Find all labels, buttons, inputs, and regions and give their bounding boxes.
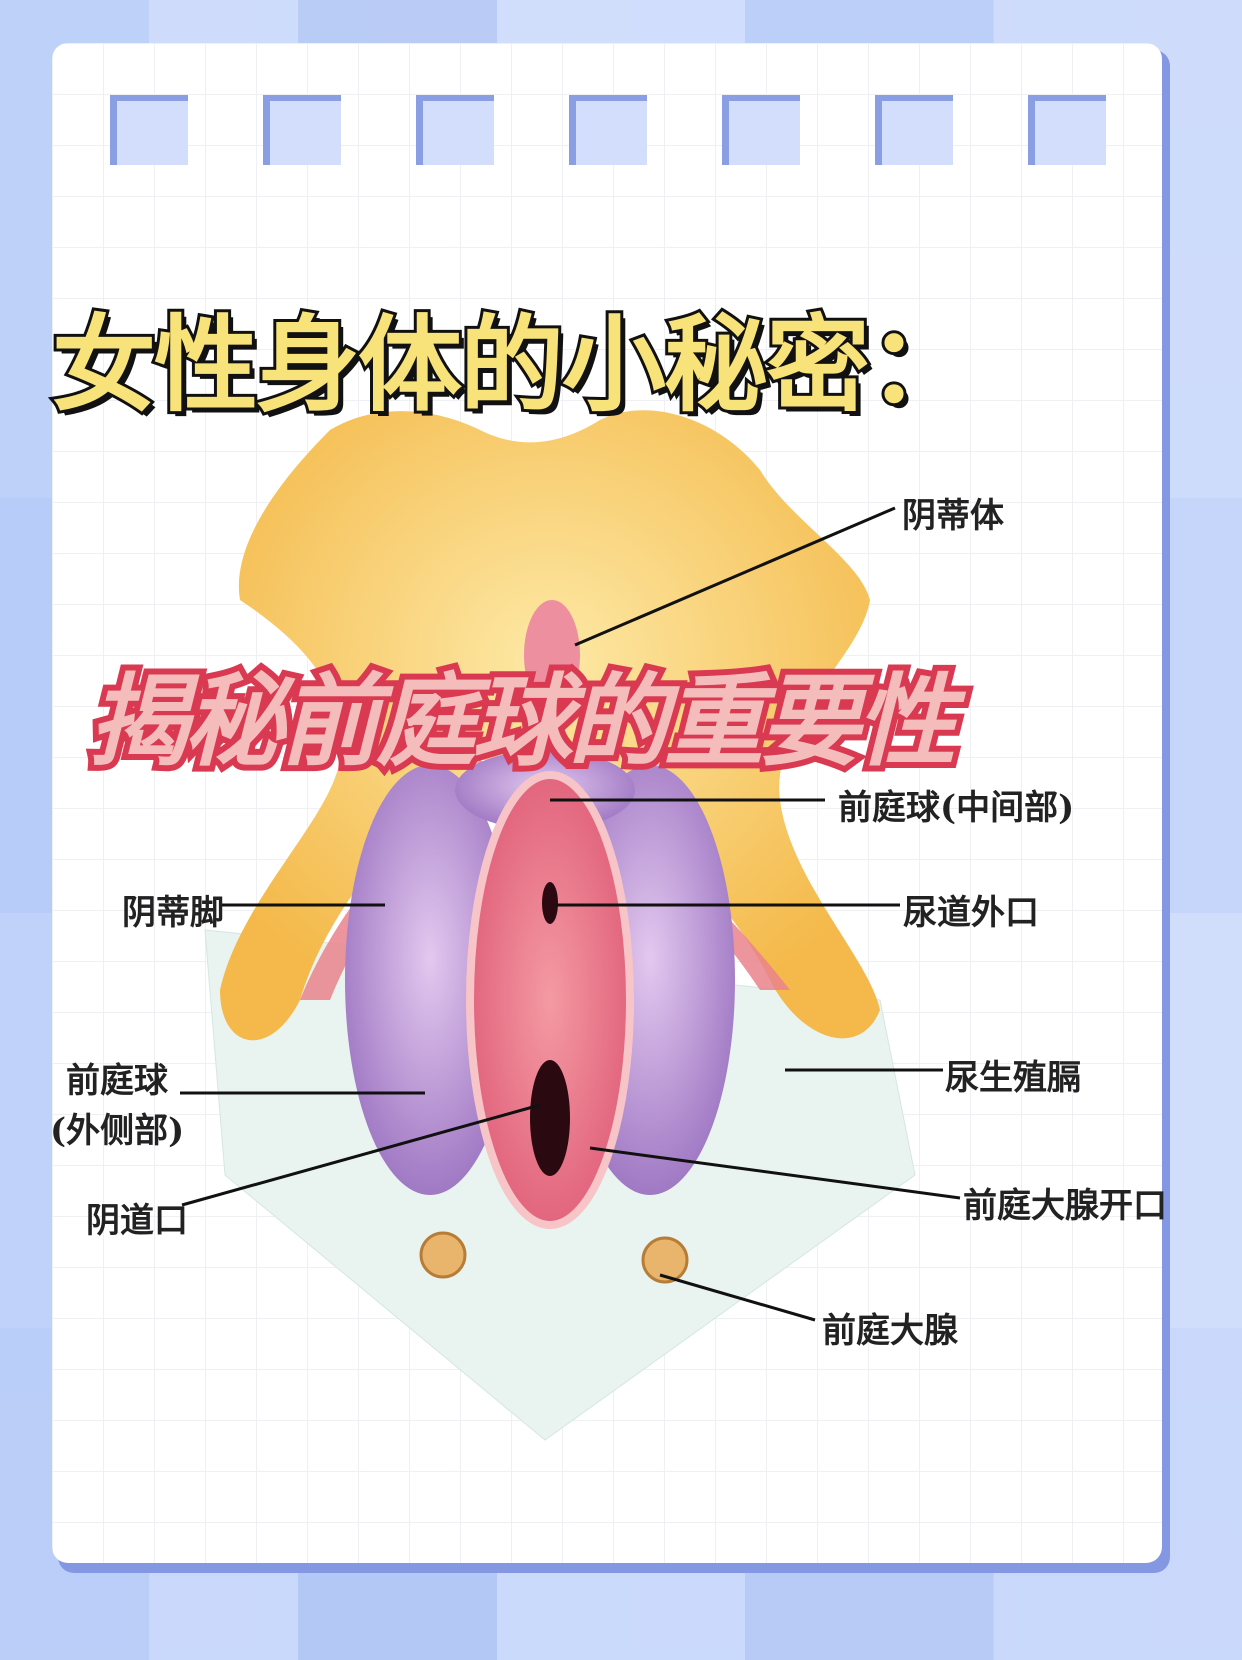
binder-hole — [875, 95, 953, 165]
label-vaginal-orifice: 阴道口 — [86, 1201, 188, 1241]
label-gland-opening: 前庭大腺开口 — [963, 1186, 1167, 1226]
page-subtitle: 揭秘前庭球的重要性 — [82, 657, 962, 786]
page-title: 女性身体的小秘密： — [49, 301, 975, 429]
clitoris-glans — [524, 600, 580, 710]
leader-line — [659, 1273, 816, 1322]
binder-hole — [263, 95, 341, 165]
label-clitoris-body: 阴蒂体 — [902, 496, 1004, 536]
label-greater-vestibular-gland: 前庭大腺 — [822, 1311, 958, 1351]
binder-hole — [722, 95, 800, 165]
gland-right — [641, 1236, 689, 1284]
label-bulb-lateral: 前庭球 — [66, 1061, 168, 1101]
binder-hole — [1028, 95, 1106, 165]
label-urethral-orifice: 尿道外口 — [903, 893, 1039, 933]
label-bulb-middle: 前庭球(中间部) — [838, 788, 1075, 828]
label-urogenital-diaphragm: 尿生殖膈 — [945, 1058, 1081, 1098]
vaginal-orifice — [530, 1060, 570, 1176]
binder-hole — [569, 95, 647, 165]
label-bulb-lateral-sub: (外侧部) — [50, 1111, 185, 1151]
binder-hole — [110, 95, 188, 165]
gland-left — [419, 1231, 467, 1279]
binder-hole — [416, 95, 494, 165]
leader-line — [574, 506, 896, 647]
leader-line — [181, 1103, 541, 1207]
urethral-orifice — [542, 882, 558, 924]
leader-line — [589, 1146, 961, 1200]
label-clitoris-crus: 阴蒂脚 — [122, 893, 224, 933]
